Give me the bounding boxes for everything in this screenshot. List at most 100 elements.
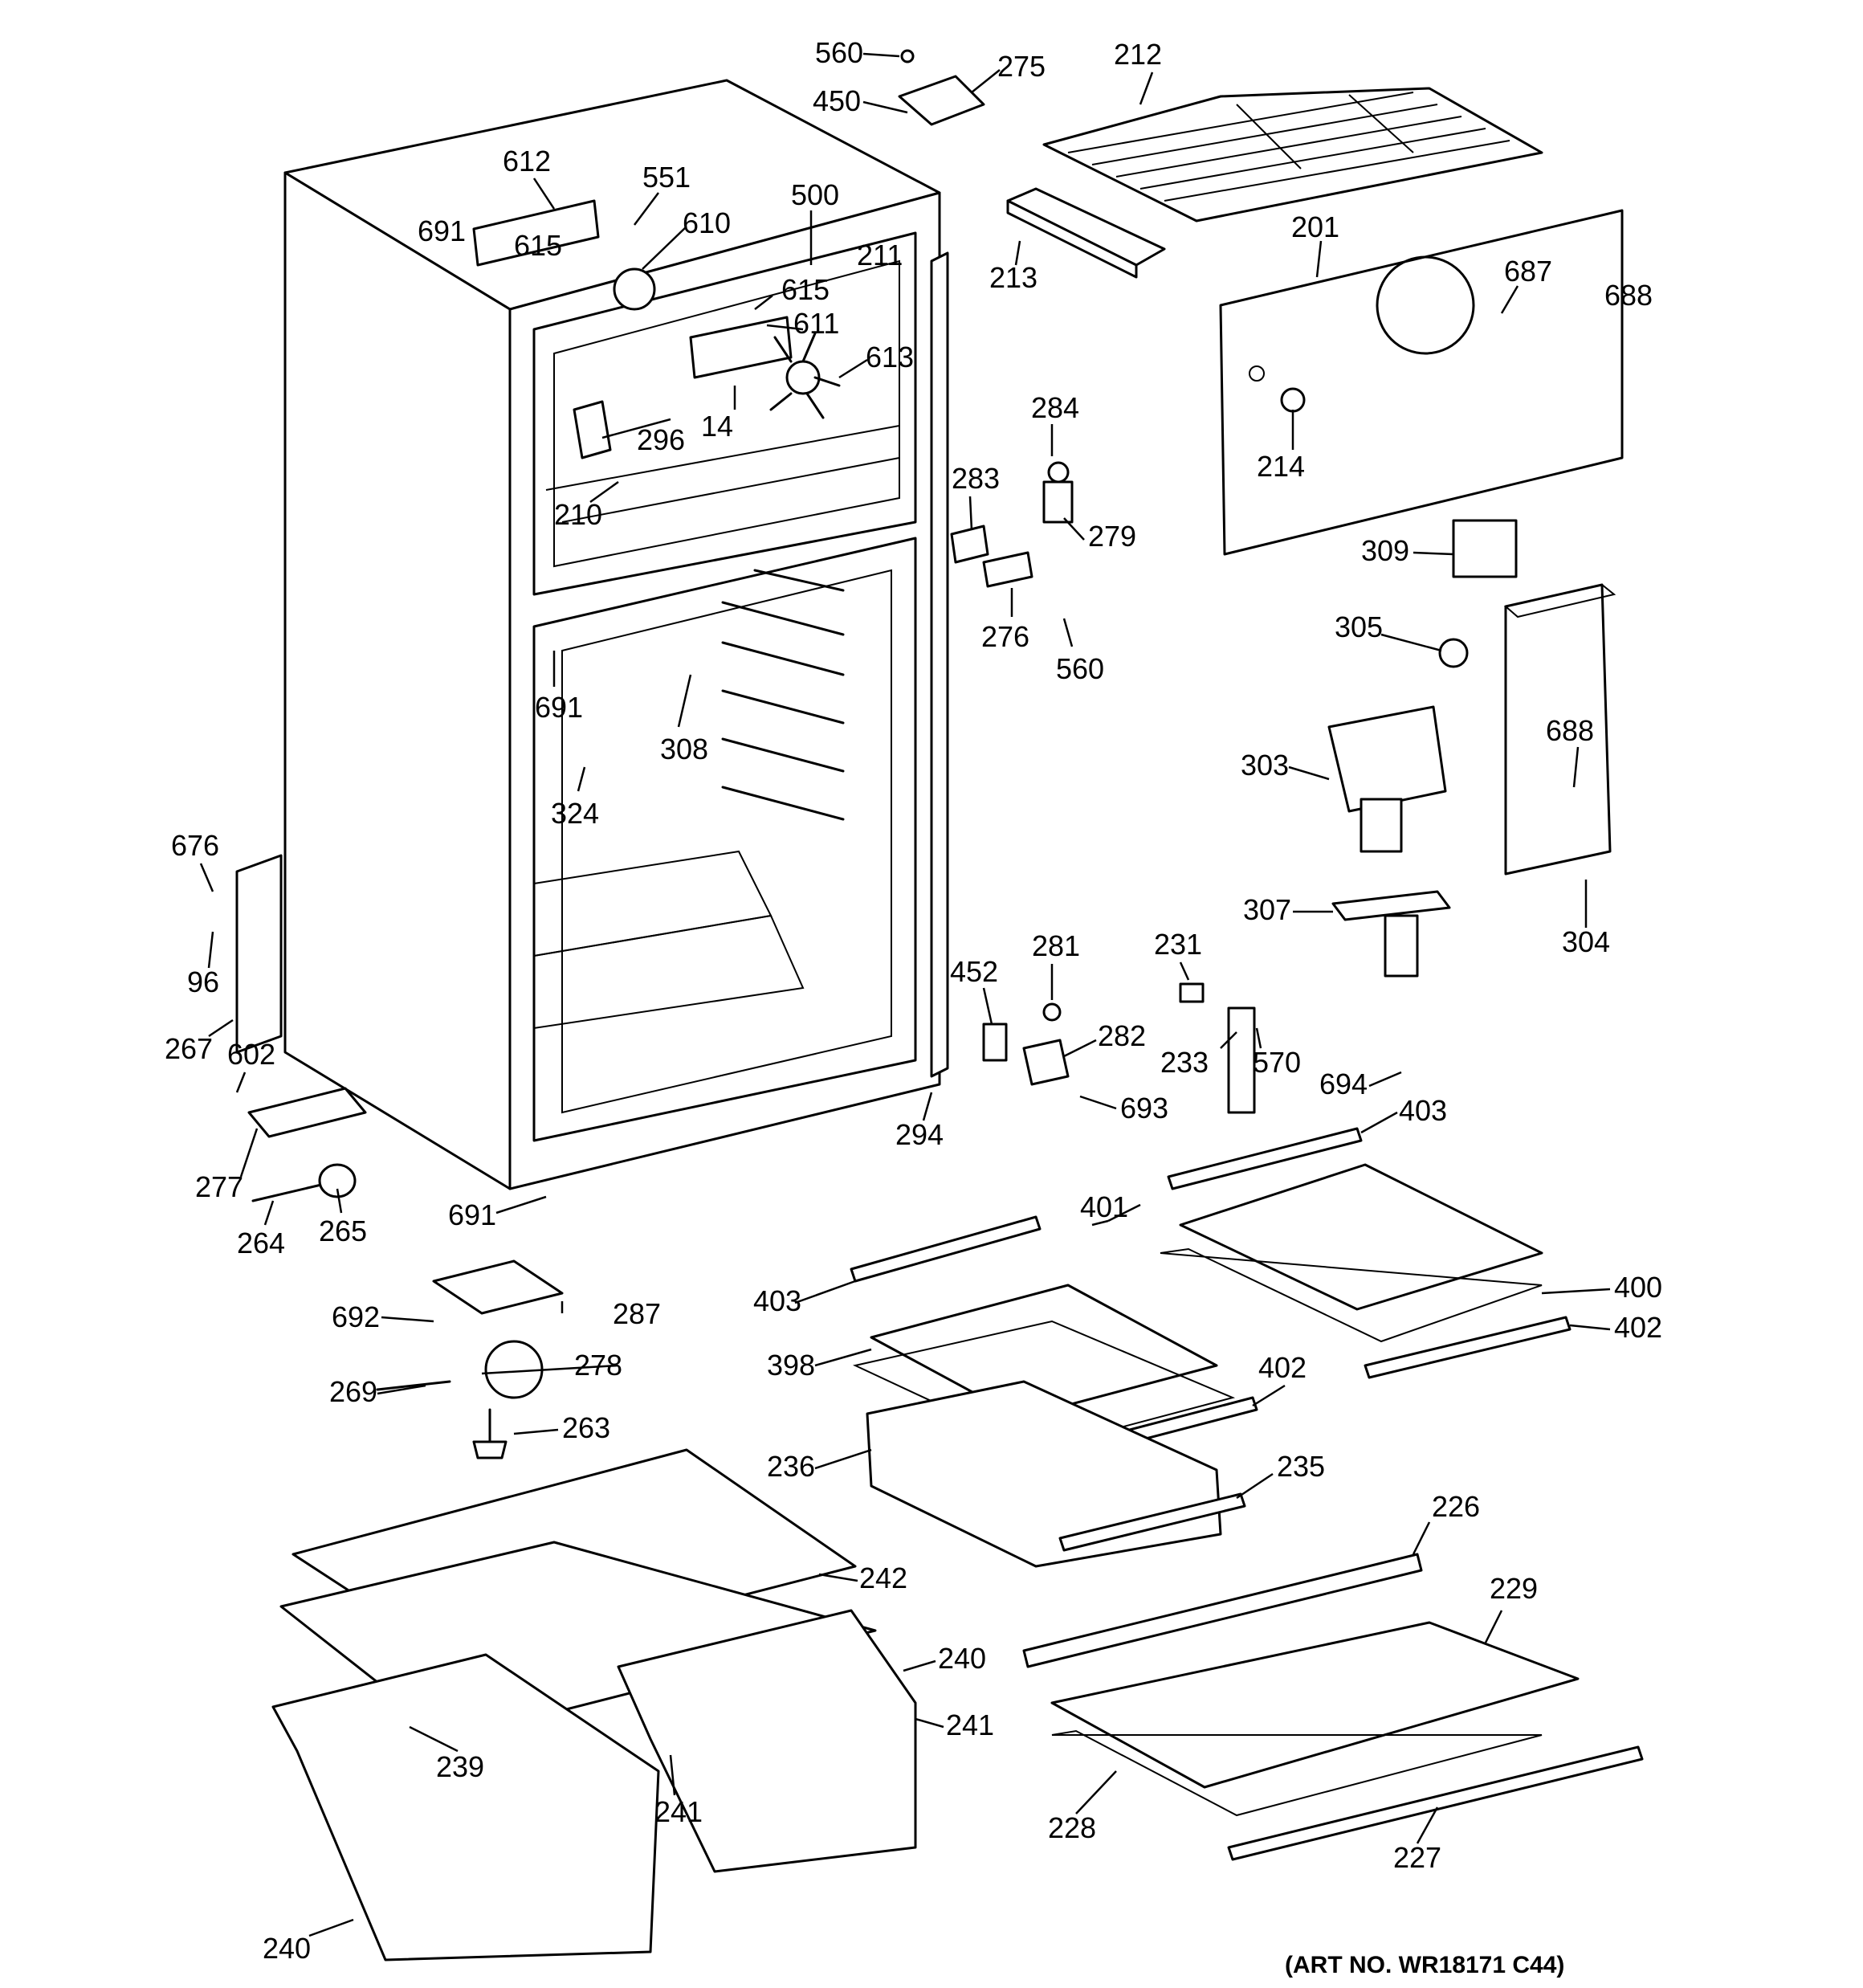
axle [251, 1183, 323, 1202]
callout-label: 403 [753, 1284, 801, 1317]
callout-label: 211 [857, 239, 903, 271]
callout-label: 615 [781, 273, 830, 306]
callout-label: 267 [165, 1032, 213, 1065]
callout-label: 277 [195, 1170, 243, 1203]
callout-label: 570 [1253, 1046, 1301, 1079]
callout-label: 241 [946, 1708, 994, 1741]
callout-label: 612 [503, 145, 551, 178]
callout-label: 212 [1114, 38, 1162, 71]
crisper-pan [866, 1380, 1246, 1568]
callout-label: 551 [642, 161, 691, 194]
callout-label: 281 [1032, 929, 1080, 962]
callout-label: 296 [637, 423, 685, 456]
callout-label: 611 [793, 307, 839, 340]
callout-label: 275 [997, 50, 1046, 83]
callout-label: 284 [1031, 391, 1079, 424]
callout-label: 560 [815, 36, 863, 69]
refrigerator-cabinet [283, 79, 949, 1190]
callout-label: 613 [866, 341, 914, 374]
callout-label: 450 [813, 84, 861, 117]
callout-label: 307 [1243, 893, 1291, 926]
fan-motor-assembly [472, 199, 841, 459]
callout-label: 241 [654, 1795, 703, 1828]
damper-housing [1327, 705, 1447, 853]
callout-label: 615 [514, 229, 562, 262]
damper-knob [1438, 638, 1469, 668]
callout-label: 309 [1361, 534, 1409, 567]
callout-label: 602 [227, 1038, 275, 1071]
right-pan [617, 1609, 917, 1873]
callout-label: 276 [981, 620, 1029, 653]
callout-label: 403 [1399, 1094, 1447, 1127]
callout-label: 676 [171, 829, 219, 862]
callout-label: 236 [767, 1450, 815, 1483]
callout-label: 688 [1604, 279, 1653, 312]
roller [318, 1163, 357, 1198]
callout-label: 692 [332, 1300, 380, 1333]
callout-label: 688 [1546, 714, 1594, 747]
toe-grille-bracket [235, 854, 283, 1054]
air-duct-assembly [1503, 583, 1616, 876]
callout-label: 240 [938, 1642, 986, 1675]
callout-label: 401 [1080, 1190, 1128, 1223]
callout-label: 687 [1504, 255, 1552, 288]
callout-label: 691 [418, 214, 466, 247]
callout-label: 500 [791, 178, 839, 211]
lower-right-shelf [1022, 1553, 1644, 1861]
roller-bracket [247, 1087, 367, 1138]
upper-right-shelf [1160, 1127, 1572, 1379]
callout-label: 264 [237, 1227, 285, 1259]
top-hinge [898, 49, 985, 126]
callout-label: 282 [1098, 1019, 1146, 1052]
callout-label: 308 [660, 733, 708, 765]
callout-label: 240 [263, 1932, 311, 1965]
callout-label: 226 [1432, 1490, 1480, 1523]
callout-label: 242 [859, 1561, 907, 1594]
freezer-wire-shelf [1042, 87, 1543, 222]
callout-label: 14 [701, 410, 733, 443]
left-pan [271, 1653, 660, 1961]
callout-label: 287 [613, 1297, 661, 1330]
callout-label: 213 [989, 261, 1037, 294]
callout-label: 402 [1258, 1351, 1307, 1384]
callout-label: 201 [1291, 210, 1339, 243]
shelf-support [1227, 1006, 1256, 1114]
callout-label: 398 [767, 1349, 815, 1382]
callout-label: 231 [1154, 928, 1202, 961]
callout-label: 400 [1614, 1271, 1662, 1304]
callout-label: 694 [1319, 1067, 1368, 1100]
callout-label: 402 [1614, 1311, 1662, 1344]
callout-label: 693 [1120, 1092, 1168, 1125]
callout-label: 210 [554, 498, 602, 531]
insulation-pad [1452, 519, 1518, 578]
callout-label: 294 [895, 1118, 944, 1151]
stop-block [1179, 982, 1205, 1003]
roller-pin [376, 1380, 451, 1391]
callout-label: 691 [535, 691, 583, 724]
callout-label: 324 [551, 797, 599, 830]
callout-label: 96 [187, 965, 219, 998]
leader-lines [199, 52, 1611, 1937]
evaporator-cover-panel [1219, 209, 1624, 556]
callout-label: 229 [1490, 1572, 1538, 1605]
center-hinge [950, 461, 1074, 588]
callout-label: 265 [319, 1214, 367, 1247]
callout-label: 269 [329, 1375, 377, 1408]
callout-label: 560 [1056, 652, 1104, 685]
callout-label: 263 [562, 1411, 610, 1444]
callout-label: 214 [1257, 450, 1305, 483]
callout-label: 304 [1562, 925, 1610, 958]
callout-label: 235 [1277, 1450, 1325, 1483]
callout-label: 239 [436, 1750, 484, 1783]
callout-label: 303 [1241, 749, 1289, 782]
callout-label: 305 [1335, 610, 1383, 643]
callout-label: 279 [1088, 520, 1136, 553]
bottom-hinge [982, 1002, 1070, 1086]
damper-control [1331, 890, 1451, 978]
callout-label: 610 [683, 206, 731, 239]
callout-label: 283 [952, 462, 1000, 495]
callout-label: 227 [1393, 1841, 1441, 1874]
leveling-leg [472, 1408, 508, 1459]
art-number: (ART NO. WR18171 C44) [1285, 1952, 1564, 1978]
